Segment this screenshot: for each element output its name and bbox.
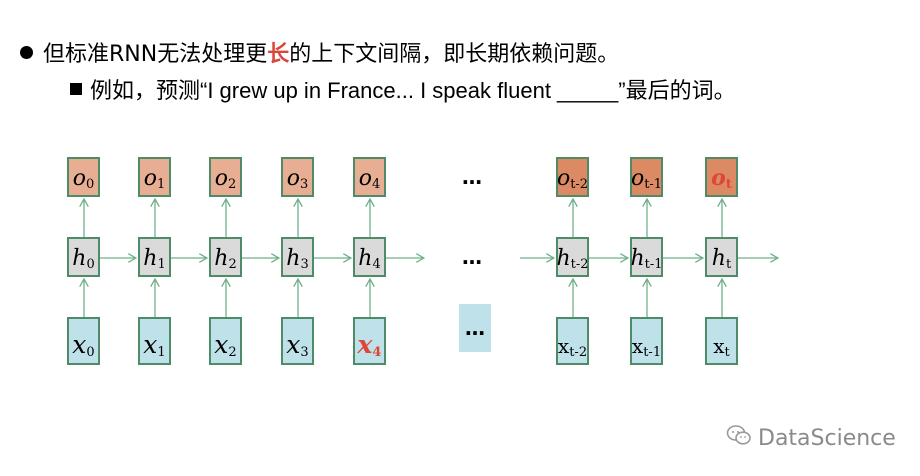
output-node-t-1: ot-1 bbox=[630, 157, 663, 197]
input-node-3: x3 bbox=[281, 317, 314, 365]
input-node-t-2: xt-2 bbox=[556, 317, 589, 365]
output-node-1: o1 bbox=[138, 157, 171, 197]
output-node-2: o2 bbox=[209, 157, 242, 197]
ellipsis-input-box: … bbox=[459, 304, 491, 352]
square-bullet-icon bbox=[70, 83, 82, 95]
main-bullet-text-before: 但标准RNN无法处理更 bbox=[43, 42, 268, 67]
ellipsis-output-row: … bbox=[462, 165, 482, 189]
input-node-1: x1 bbox=[138, 317, 171, 365]
wechat-icon bbox=[726, 424, 752, 452]
ellipsis-input-text: … bbox=[465, 316, 485, 340]
output-node-t-2: ot-2 bbox=[556, 157, 589, 197]
output-node-4: o4 bbox=[353, 157, 386, 197]
hidden-node-t-2: ht-2 bbox=[556, 237, 589, 277]
watermark: DataScience bbox=[726, 424, 896, 452]
ellipsis-hidden-row: … bbox=[462, 245, 482, 269]
hidden-node-0: h0 bbox=[67, 237, 100, 277]
sub-bullet-text: 例如，预测“I grew up in France... I speak flu… bbox=[90, 78, 736, 103]
output-node-3: o3 bbox=[281, 157, 314, 197]
input-node-0: x0 bbox=[67, 317, 100, 365]
main-bullet-text-after: 的上下文间隔，即长期依赖问题。 bbox=[289, 42, 620, 67]
hidden-node-4: h4 bbox=[353, 237, 386, 277]
input-node-4: x4 bbox=[353, 317, 386, 365]
main-bullet-emphasis: 长 bbox=[267, 42, 290, 67]
hidden-node-t-1: ht-1 bbox=[630, 237, 663, 277]
input-node-t-1: xt-1 bbox=[630, 317, 663, 365]
hidden-node-3: h3 bbox=[281, 237, 314, 277]
output-node-0: o0 bbox=[67, 157, 100, 197]
input-node-2: x2 bbox=[209, 317, 242, 365]
output-node-t: ot bbox=[705, 157, 738, 197]
bullet-dot-icon bbox=[20, 45, 33, 59]
sub-bullet: 例如，预测“I grew up in France... I speak flu… bbox=[70, 73, 736, 105]
main-bullet: 但标准RNN无法处理更长的上下文间隔，即长期依赖问题。 bbox=[20, 36, 619, 68]
hidden-node-2: h2 bbox=[209, 237, 242, 277]
hidden-node-t: ht bbox=[705, 237, 738, 277]
input-node-t: xt bbox=[705, 317, 738, 365]
watermark-text: DataScience bbox=[758, 425, 896, 451]
hidden-node-1: h1 bbox=[138, 237, 171, 277]
